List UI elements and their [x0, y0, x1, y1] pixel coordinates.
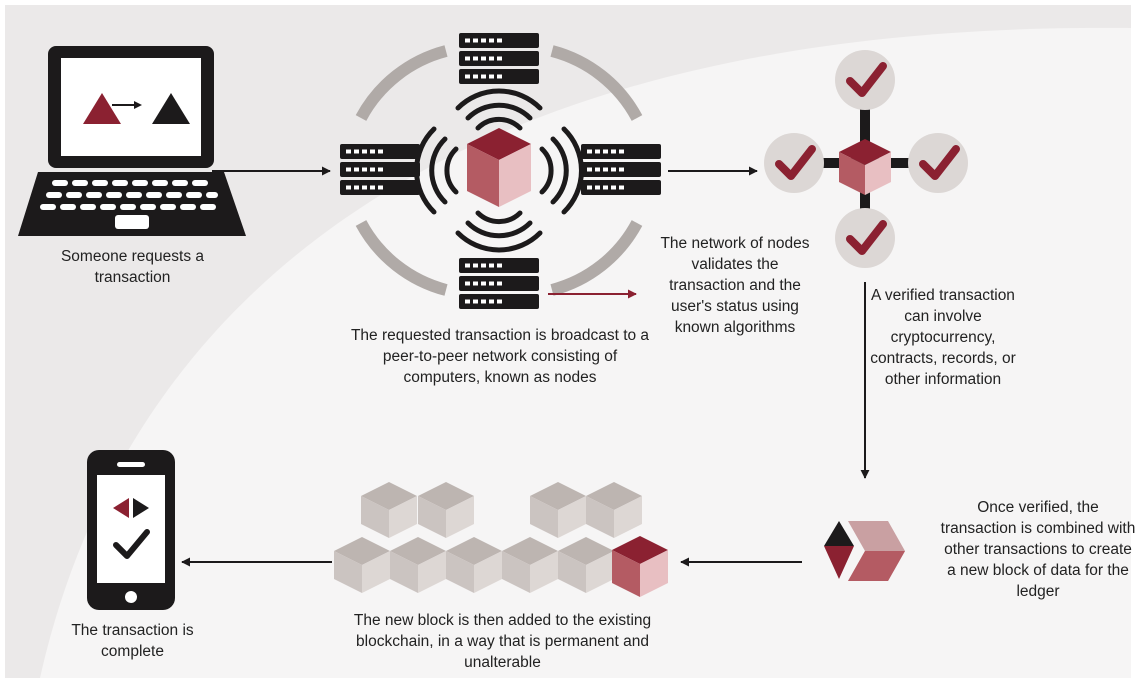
caption-broadcast: The requested transaction is broadcast t… — [350, 327, 650, 386]
laptop-icon — [18, 46, 246, 236]
smartphone-icon — [87, 450, 175, 610]
server-icon — [459, 258, 539, 309]
caption-request: Someone requests a transaction — [60, 248, 205, 286]
validation-cluster — [764, 50, 968, 268]
cube-icon — [467, 128, 531, 207]
server-icon — [340, 144, 420, 195]
caption-combined: Once verified, the transaction is combin… — [940, 499, 1136, 600]
checkmark-icon — [835, 50, 895, 110]
cube-icon — [612, 536, 668, 597]
node-ring — [355, 45, 643, 296]
checkmark-icon — [835, 208, 895, 268]
checkmark-icon — [908, 133, 968, 193]
cube-icon — [839, 139, 891, 195]
block-combine-icon — [824, 521, 905, 581]
server-icon — [581, 144, 661, 195]
caption-added: The new block is then added to the exist… — [353, 612, 652, 671]
blockchain-icon — [334, 482, 668, 597]
caption-verified: A verified transaction can involve crypt… — [870, 287, 1016, 388]
signal-waves-icon — [414, 88, 584, 253]
server-icon — [459, 33, 539, 84]
caption-complete: The transaction is complete — [71, 622, 194, 660]
checkmark-icon — [764, 133, 824, 193]
caption-validate: The network of nodes validates the trans… — [660, 235, 810, 336]
